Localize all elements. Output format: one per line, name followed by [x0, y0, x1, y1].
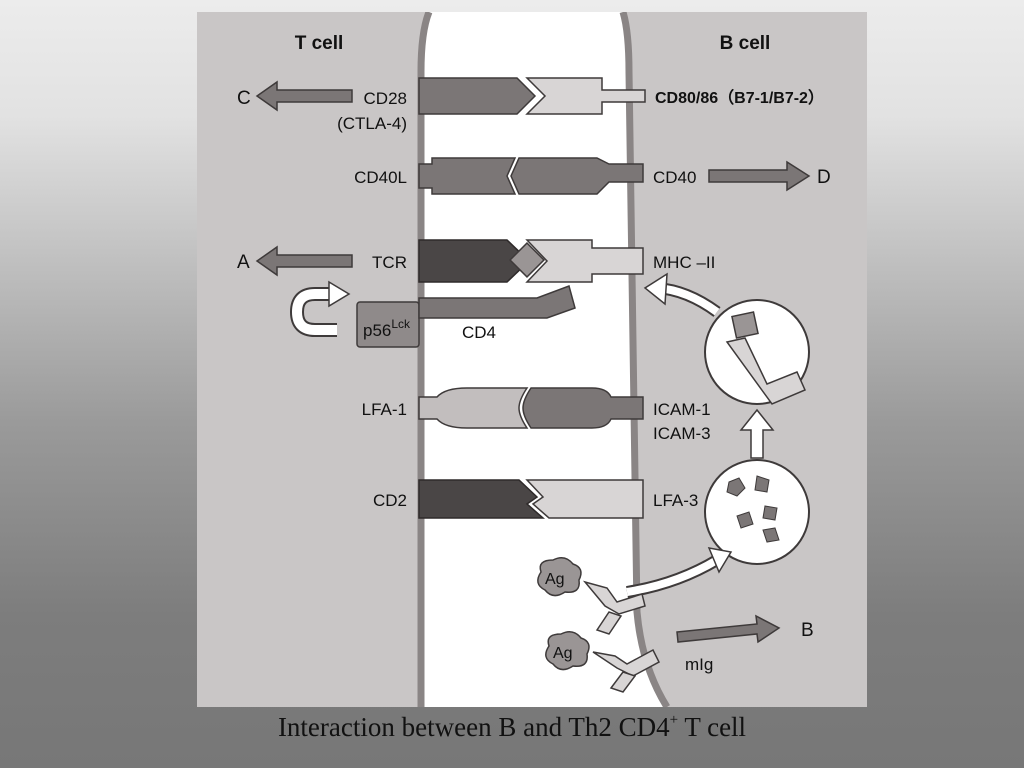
antigen-peptide	[508, 241, 546, 279]
p56-label: p56Lck	[363, 317, 411, 340]
arrow-to-a	[255, 245, 353, 277]
cd28-cd80-pair	[418, 77, 646, 115]
lfa3-label: LFA-3	[653, 491, 698, 510]
caption-suffix: T cell	[678, 712, 747, 742]
lfa1-receptor	[418, 387, 529, 429]
tcr-mhc-pair	[418, 239, 644, 283]
caption-text: Interaction between B and Th2 CD4	[277, 712, 670, 742]
curved-signal-arrow	[289, 280, 351, 337]
mig-receptor-top	[582, 580, 646, 635]
mig-label: mIg	[685, 655, 713, 674]
mhc-ii-ligand	[525, 239, 644, 283]
icam3-label: ICAM-3	[653, 424, 711, 443]
p56lck-box: p56Lck	[356, 301, 420, 348]
b-cell-membrane	[619, 10, 670, 709]
arrow-to-c	[255, 80, 353, 112]
ctla4-label: (CTLA-4)	[337, 114, 407, 133]
output-b-label: B	[801, 620, 814, 641]
tcr-label: TCR	[372, 253, 407, 272]
t-cell-membrane	[417, 10, 433, 707]
cd28-label: CD28	[364, 89, 407, 108]
arrow-to-mhc	[643, 272, 721, 317]
cd4-molecule	[418, 285, 576, 319]
mig-receptor-bottom	[592, 648, 660, 693]
output-a-label: A	[237, 252, 250, 273]
arrow-ag-to-circle	[626, 547, 733, 598]
cd2-lfa3-pair	[418, 479, 644, 519]
b-cell-label: B cell	[720, 33, 771, 54]
lck-text: Lck	[391, 317, 411, 331]
lfa3-ligand	[525, 479, 644, 519]
antigen-bottom-label: Ag	[553, 645, 573, 662]
arrow-to-b	[676, 614, 781, 644]
processed-peptides-circle	[704, 459, 810, 565]
t-cell-label: T cell	[295, 33, 344, 54]
mhc-ii-label: MHC –II	[653, 253, 715, 272]
output-c-label: C	[237, 88, 251, 109]
cd2-receptor	[418, 479, 545, 519]
antigen-top-label: Ag	[545, 571, 565, 588]
figure-caption: Interaction between B and Th2 CD4+ T cel…	[0, 712, 1024, 743]
cd80-ligand	[525, 77, 646, 115]
icam1-label: ICAM-1	[653, 400, 711, 419]
icam-ligand	[522, 387, 644, 429]
antigen-bottom: Ag	[545, 631, 590, 671]
p56-text: p56	[363, 321, 391, 340]
tcr-receptor	[418, 239, 531, 283]
arrow-up-to-circle	[739, 408, 775, 459]
cd28-receptor	[418, 77, 537, 115]
antigen-top: Ag	[537, 557, 582, 597]
cd40l-cd40-pair	[418, 157, 644, 195]
output-d-label: D	[817, 167, 831, 188]
cd40-label: CD40	[653, 168, 696, 187]
lfa1-label: LFA-1	[362, 400, 407, 419]
arrow-to-d	[708, 160, 811, 192]
interaction-diagram: T cell B cell CD28 (CTLA-4) CD80/86（B7-1…	[197, 10, 867, 709]
cd40l-receptor	[418, 157, 517, 195]
cd80-86-label: CD80/86（B7-1/B7-2）	[655, 89, 824, 107]
cd40l-label: CD40L	[354, 168, 407, 187]
caption-superscript: +	[669, 712, 679, 728]
cd2-label: CD2	[373, 491, 407, 510]
mhc-loading-circle	[704, 299, 810, 405]
cd4-label: CD4	[462, 323, 496, 342]
lfa1-icam-pair	[418, 387, 644, 429]
cd40-ligand	[510, 157, 644, 195]
